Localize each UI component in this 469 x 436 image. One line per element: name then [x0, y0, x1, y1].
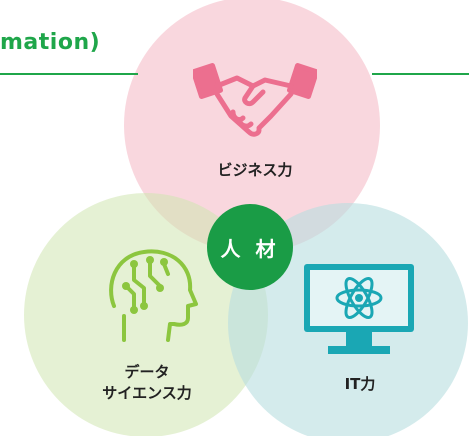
atom-monitor-icon [304, 264, 414, 354]
data-science-circle [24, 193, 268, 436]
title-rule-left [0, 73, 138, 75]
center-badge: 人 材 [207, 204, 293, 290]
data-science-label-line2: サイエンス力 [102, 384, 192, 402]
data-science-label: データ サイエンス力 [82, 362, 212, 404]
brain-circuit-icon [109, 249, 198, 342]
section-title: mation) [0, 30, 101, 55]
title-rule-right [372, 73, 469, 75]
handshake-icon [193, 63, 317, 137]
data-science-label-line1: データ [124, 363, 170, 381]
it-label: IT力 [344, 375, 376, 393]
business-label: ビジネス力 [217, 161, 293, 179]
business-circle [124, 0, 380, 253]
